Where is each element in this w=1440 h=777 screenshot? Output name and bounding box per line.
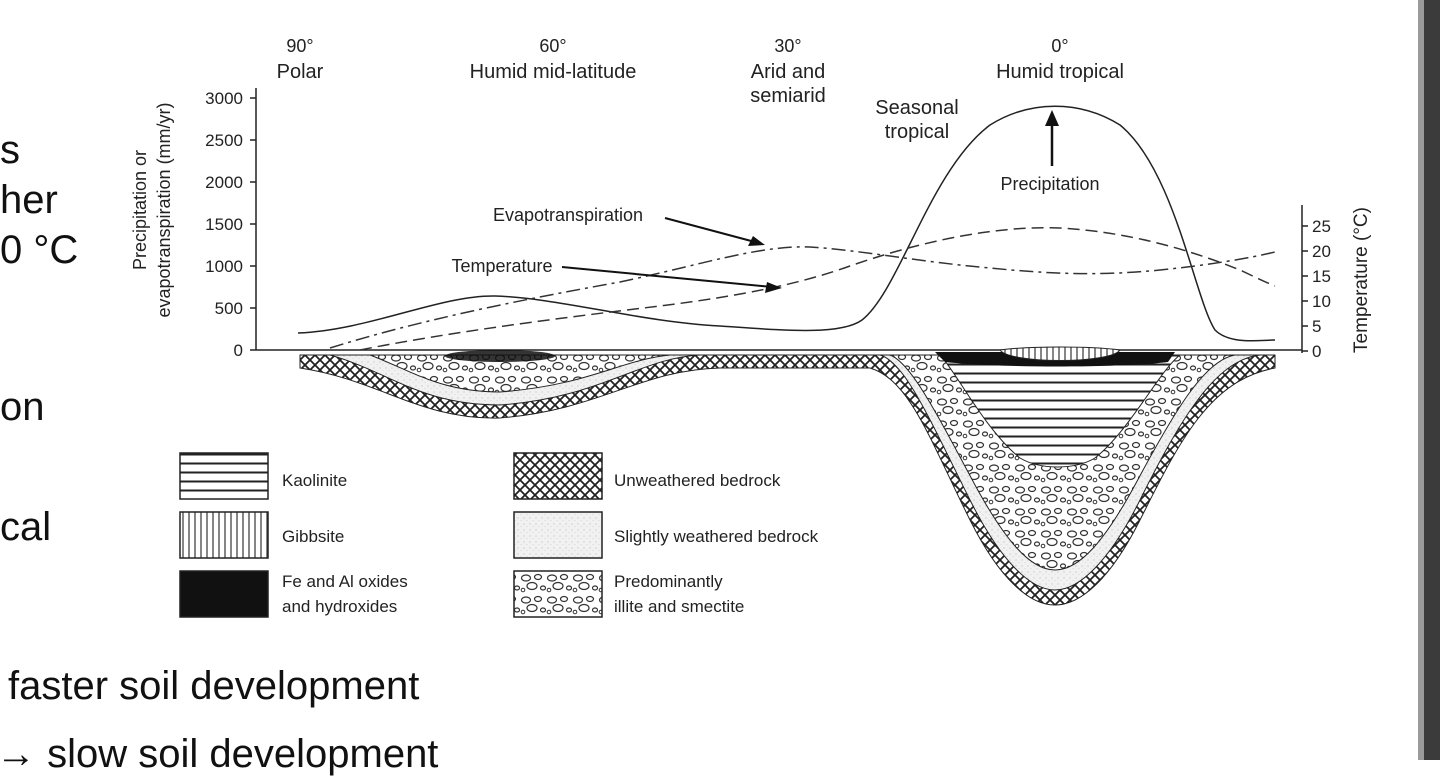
left-tick-label: 2000 <box>205 173 243 192</box>
zone-tropical-lat: 0° <box>1051 36 1068 56</box>
left-axis-label-line2: evapotranspiration (mm/yr) <box>154 102 174 317</box>
legend-label-oxides: Fe and Al oxides <box>282 572 408 591</box>
slide-text-fragment-1: s <box>0 128 20 172</box>
legend-gibbsite: Gibbsite <box>179 511 344 559</box>
soil-profile <box>299 346 1276 606</box>
slide-bullet-faster: faster soil development <box>8 664 420 708</box>
evapotranspiration-arrow-shaft <box>664 217 756 243</box>
evapotranspiration-arrow-head <box>748 236 765 246</box>
legend-illite-smectite: Predominantly illite and smectite <box>513 570 744 618</box>
zone-polar: 90° Polar <box>277 36 324 83</box>
left-tick-label: 500 <box>215 299 243 318</box>
right-tick-label: 0 <box>1312 342 1321 361</box>
zone-tropical-name: Humid tropical <box>996 61 1124 83</box>
legend-swatch-oxides <box>179 570 269 618</box>
legend-label-slightly: Slightly weathered bedrock <box>614 527 819 546</box>
temperature-arrow-head <box>765 282 782 293</box>
slide-bullet-slow: → slow soil development <box>0 732 439 776</box>
legend-label-illite-line2: illite and smectite <box>614 597 744 616</box>
zone-arid-name2: semiarid <box>750 85 826 107</box>
precipitation-arrow-head <box>1045 110 1059 126</box>
legend-label-illite: Predominantly <box>614 572 723 591</box>
zone-midlat-name: Humid mid-latitude <box>470 61 637 83</box>
legend-label-unweathered: Unweathered bedrock <box>614 471 781 490</box>
zone-arid-name: Arid and <box>751 61 826 83</box>
temperature-arrow-shaft <box>561 266 773 288</box>
right-tick-label: 5 <box>1312 317 1321 336</box>
left-tick-label: 2500 <box>205 131 243 150</box>
zone-midlat-lat: 60° <box>539 36 566 56</box>
slide-text-fragment-5: cal <box>0 505 52 549</box>
legend-label-gibbsite: Gibbsite <box>282 527 344 546</box>
right-tick-label: 15 <box>1312 267 1331 286</box>
zone-polar-name: Polar <box>277 61 324 83</box>
seasonal-line2: tropical <box>885 121 949 143</box>
zone-arid-lat: 30° <box>774 36 801 56</box>
slide-text-fragment-2: her <box>0 178 58 222</box>
temperature-curve <box>359 226 1276 351</box>
left-axis-label-line1: Precipitation or <box>130 150 150 270</box>
window-edge-shadow <box>1418 0 1424 760</box>
left-tick-label: 1500 <box>205 215 243 234</box>
left-axis: 3000 2500 2000 1500 1000 500 0 Precipitation o… <box>130 88 257 360</box>
zone-seasonal-tropical: Seasonal tropical <box>875 97 958 143</box>
legend: Kaolinite Gibbsite Fe and Al oxides and … <box>179 452 819 618</box>
right-tick-label: 10 <box>1312 292 1331 311</box>
right-axis-label: Temperature (°C) <box>1351 207 1372 353</box>
legend-kaolinite: Kaolinite <box>179 452 347 500</box>
zone-humid-midlatitude: 60° Humid mid-latitude <box>470 36 637 83</box>
precipitation-curve <box>297 105 1276 342</box>
legend-slightly-weathered: Slightly weathered bedrock <box>513 511 819 559</box>
legend-swatch-gibbsite <box>179 511 269 559</box>
window-edge <box>1424 0 1440 760</box>
legend-unweathered-bedrock: Unweathered bedrock <box>513 452 781 500</box>
legend-swatch-slightly <box>513 511 603 559</box>
slide-text-fragment-4: on <box>0 385 45 429</box>
evapotranspiration-label: Evapotranspiration <box>493 205 643 225</box>
legend-fe-al-oxides: Fe and Al oxides and hydroxides <box>179 570 408 618</box>
legend-label-kaolinite: Kaolinite <box>282 471 347 490</box>
soil-kaolinite-layer <box>938 354 1182 468</box>
left-tick-label: 1000 <box>205 257 243 276</box>
temperature-label: Temperature <box>451 256 552 276</box>
right-tick-label: 25 <box>1312 217 1331 236</box>
legend-swatch-unweathered <box>513 452 603 500</box>
left-tick-label: 3000 <box>205 89 243 108</box>
slide-text-fragment-3: 0 °C <box>0 228 79 272</box>
climate-weathering-diagram: 90° Polar 60° Humid mid-latitude 30° Ari… <box>130 36 1372 618</box>
soil-gibbsite-layer <box>999 346 1121 361</box>
evapotranspiration-curve <box>329 246 1276 349</box>
soil-midlat-oxides <box>445 350 555 362</box>
right-axis: 25 20 15 10 5 0 Temperature (°C) <box>1301 205 1372 361</box>
zone-arid-semiarid: 30° Arid and semiarid <box>750 36 826 107</box>
zone-humid-tropical: 0° Humid tropical <box>996 36 1124 83</box>
precipitation-label: Precipitation <box>1000 174 1099 194</box>
seasonal-line1: Seasonal <box>875 97 958 119</box>
legend-label-oxides-line2: and hydroxides <box>282 597 397 616</box>
right-tick-label: 20 <box>1312 242 1331 261</box>
legend-swatch-illite <box>513 570 603 618</box>
zone-polar-lat: 90° <box>286 36 313 56</box>
legend-swatch-kaolinite <box>179 452 269 500</box>
left-tick-label: 0 <box>234 341 243 360</box>
